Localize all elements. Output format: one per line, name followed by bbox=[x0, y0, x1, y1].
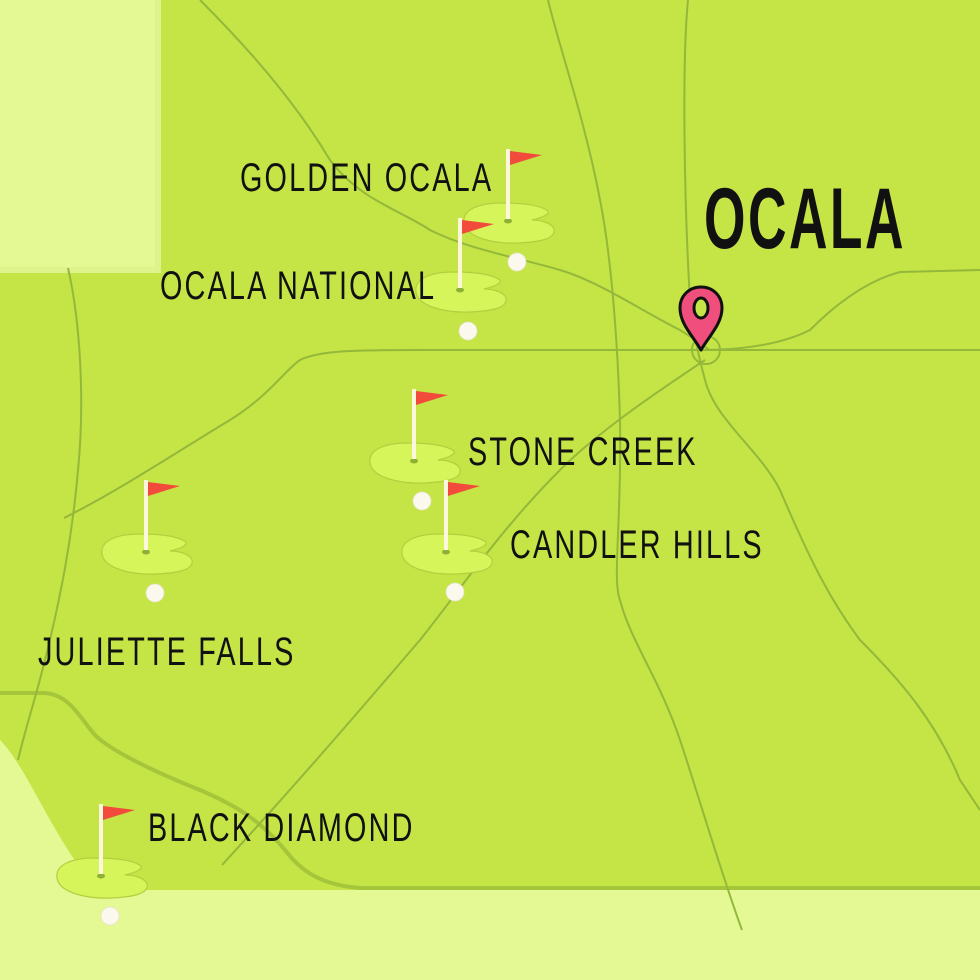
road bbox=[221, 359, 706, 866]
course-label-golden-ocala[interactable]: GOLDEN OCALA bbox=[240, 156, 494, 200]
land-edge-left bbox=[0, 0, 161, 273]
course-label-juliette-falls[interactable]: JULIETTE FALLS bbox=[38, 630, 296, 674]
golf-flag-icon bbox=[444, 480, 480, 550]
golf-flag-icon bbox=[144, 480, 180, 550]
putting-green-icon bbox=[101, 533, 193, 575]
course-label-ocala-national[interactable]: OCALA NATIONAL bbox=[160, 264, 437, 308]
course-label-candler-hills[interactable]: CANDLER HILLS bbox=[510, 523, 764, 567]
land-mass-lower bbox=[0, 0, 980, 888]
putting-green-icon bbox=[463, 202, 555, 244]
city-label: OCALA bbox=[704, 171, 906, 267]
course-label-black-diamond[interactable]: BLACK DIAMOND bbox=[148, 806, 415, 850]
road bbox=[17, 267, 83, 761]
road bbox=[683, 0, 980, 811]
roads bbox=[17, 0, 980, 931]
golf-ball-icon bbox=[458, 321, 478, 341]
road bbox=[699, 269, 980, 351]
golf-flag-icon bbox=[99, 804, 135, 874]
location-pin-icon[interactable] bbox=[676, 284, 726, 354]
putting-green-icon bbox=[415, 271, 507, 313]
road bbox=[547, 0, 743, 931]
putting-green-icon bbox=[56, 857, 148, 899]
golf-ball-icon bbox=[507, 252, 527, 272]
golf-ball-icon bbox=[445, 582, 465, 602]
road bbox=[199, 0, 711, 351]
golf-ball-icon bbox=[145, 583, 165, 603]
putting-green-icon bbox=[401, 533, 493, 575]
golf-ball-icon bbox=[412, 491, 432, 511]
golf-ball-icon bbox=[100, 906, 120, 926]
course-label-stone-creek[interactable]: STONE CREEK bbox=[468, 430, 698, 474]
road bbox=[63, 349, 980, 519]
golf-flag-icon bbox=[458, 218, 494, 288]
golf-flag-icon bbox=[412, 389, 448, 459]
putting-green-icon bbox=[369, 442, 461, 484]
golf-flag-icon bbox=[506, 149, 542, 219]
land-edge-bottom bbox=[0, 691, 980, 890]
